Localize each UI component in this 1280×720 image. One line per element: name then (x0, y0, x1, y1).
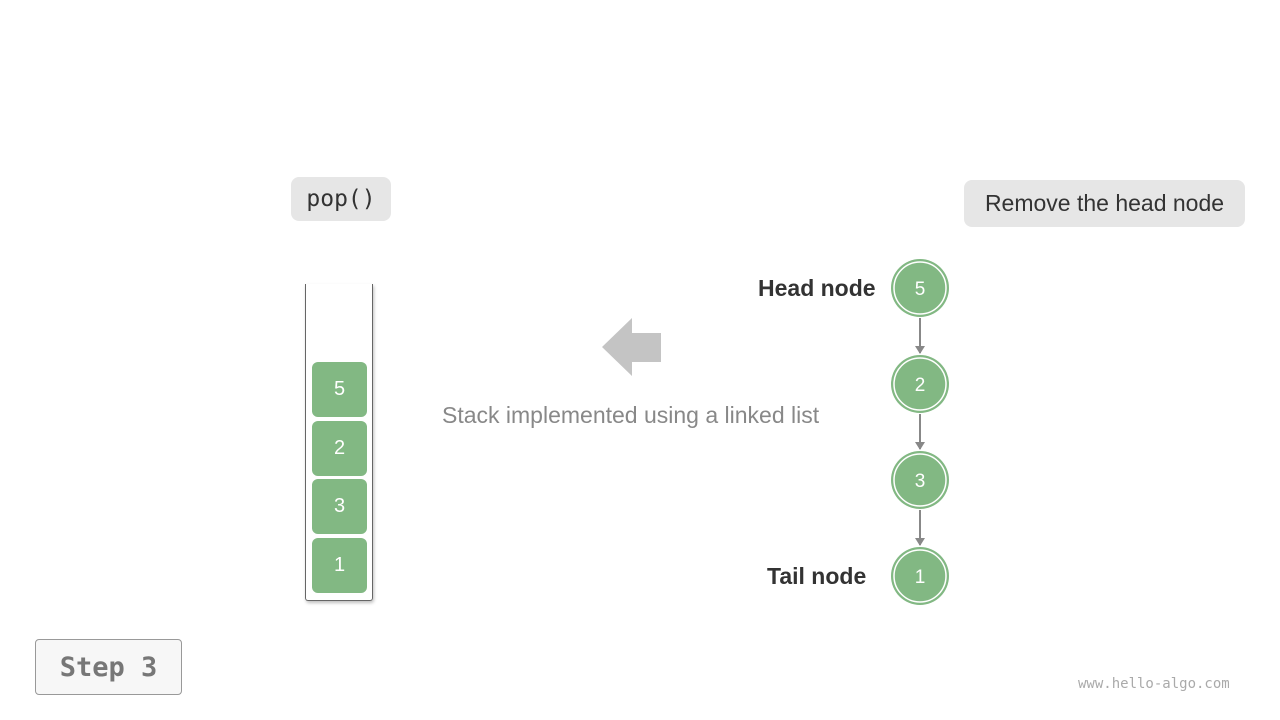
operation-label: pop() (291, 177, 391, 221)
diagram-caption: Stack implemented using a linked list (442, 402, 820, 428)
operation-description: Remove the head node (964, 180, 1245, 227)
head-node-label: Head node (758, 275, 876, 301)
list-node-value: 3 (915, 471, 926, 492)
watermark: www.hello-algo.com (1078, 676, 1230, 692)
list-node-value: 2 (915, 375, 926, 396)
stack-container: 5 2 3 1 (305, 284, 373, 601)
list-node: 2 (891, 355, 949, 413)
stack-cell: 1 (312, 538, 367, 593)
stack-cell: 2 (312, 421, 367, 476)
stack-cell: 5 (312, 362, 367, 417)
list-node-value: 1 (915, 567, 926, 588)
step-indicator: Step 3 (35, 639, 182, 695)
tail-node-label: Tail node (767, 563, 867, 589)
stack-cell: 3 (312, 479, 367, 534)
left-arrow-icon (602, 318, 661, 376)
list-node-value: 5 (915, 279, 926, 300)
list-node: 3 (891, 451, 949, 509)
list-node: 1 (891, 547, 949, 605)
list-node: 5 (891, 259, 949, 317)
linked-list: 5 2 3 1 (891, 259, 949, 605)
